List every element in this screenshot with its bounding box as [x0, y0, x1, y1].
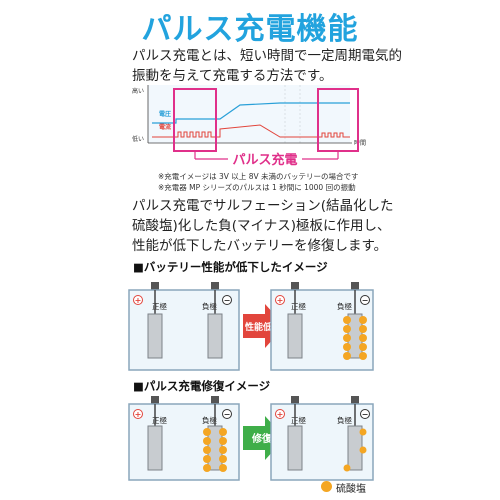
- graph-gridlines: [284, 85, 301, 143]
- minus-symbol: −: [224, 296, 231, 305]
- x-axis-label: 時間: [354, 139, 366, 147]
- battery-sulfated: + − 正極 負極: [128, 396, 240, 481]
- plus-symbol: +: [135, 410, 142, 419]
- description-line: 硫酸塩)化した負(マイナス)極板に作用し、: [132, 218, 391, 234]
- positive-label: 正極: [152, 415, 167, 425]
- description-line: パルス充電でサルフェーション(結晶化した: [132, 198, 394, 214]
- intro-line: 振動を与えて充電する方法です。: [132, 68, 333, 84]
- battery-degraded: + − 正極 負極: [270, 282, 374, 371]
- sulfate-crystals: [203, 428, 227, 472]
- current-line: [152, 124, 350, 138]
- battery-before: + − 正極 負極: [128, 282, 240, 371]
- plus-symbol: +: [135, 296, 142, 305]
- section-heading-degradation: ■バッテリー性能が低下したイメージ: [133, 260, 328, 274]
- positive-label: 正極: [291, 301, 306, 311]
- positive-label: 正極: [291, 415, 306, 425]
- note-line: ※充電イメージは 3V 以上 8V 未満のバッテリーの場合です: [158, 172, 359, 181]
- description-text: パルス充電でサルフェーション(結晶化した 硫酸塩)化した負(マイナス)極板に作用…: [132, 196, 492, 256]
- sulfate-legend-dot: [321, 481, 332, 492]
- intro-line: パルス充電とは、短い時間で一定周期電気的: [132, 48, 402, 64]
- minus-symbol: −: [362, 410, 369, 419]
- degradation-diagram: + − 正極 負極 性能低下 + − 正極 負極: [128, 282, 374, 371]
- current-label: 電流: [159, 123, 171, 131]
- section-heading-recovery: ■パルス充電修復イメージ: [133, 379, 271, 393]
- negative-label: 負極: [202, 415, 217, 425]
- positive-label: 正極: [152, 301, 167, 311]
- sulfate-crystals-remaining: [343, 428, 367, 472]
- arrow-label: 修復: [251, 432, 273, 445]
- battery-recovered: + − 正極 負極: [270, 396, 374, 481]
- pulse-charge-graph: 高い 低い 時間 電圧 電流 パルス充電: [132, 85, 366, 167]
- plus-symbol: +: [277, 410, 284, 419]
- y-low-label: 低い: [132, 135, 144, 143]
- minus-symbol: −: [224, 410, 231, 419]
- voltage-label: 電圧: [159, 110, 171, 118]
- pulse-charge-label: パルス充電: [232, 152, 297, 167]
- sulfate-crystals: [343, 316, 367, 360]
- page-title: パルス充電機能: [141, 12, 359, 47]
- intro-text: パルス充電とは、短い時間で一定周期電気的 振動を与えて充電する方法です。: [132, 46, 492, 86]
- negative-label: 負極: [337, 415, 352, 425]
- voltage-line: [152, 102, 350, 124]
- recovery-diagram: + − 正極 負極 修復 + − 正極 負極: [128, 396, 374, 481]
- plus-symbol: +: [277, 296, 284, 305]
- negative-label: 負極: [337, 301, 352, 311]
- description-line: 性能が低下したバッテリーを修復します。: [132, 238, 388, 254]
- negative-label: 負極: [202, 301, 217, 311]
- y-high-label: 高い: [132, 87, 144, 95]
- sulfate-legend-label: 硫酸塩: [336, 484, 366, 495]
- minus-symbol: −: [362, 296, 369, 305]
- graph-background: [148, 85, 350, 143]
- note-line: ※充電器 MP シリーズのパルスは 1 秒間に 1000 回の振動: [158, 183, 356, 192]
